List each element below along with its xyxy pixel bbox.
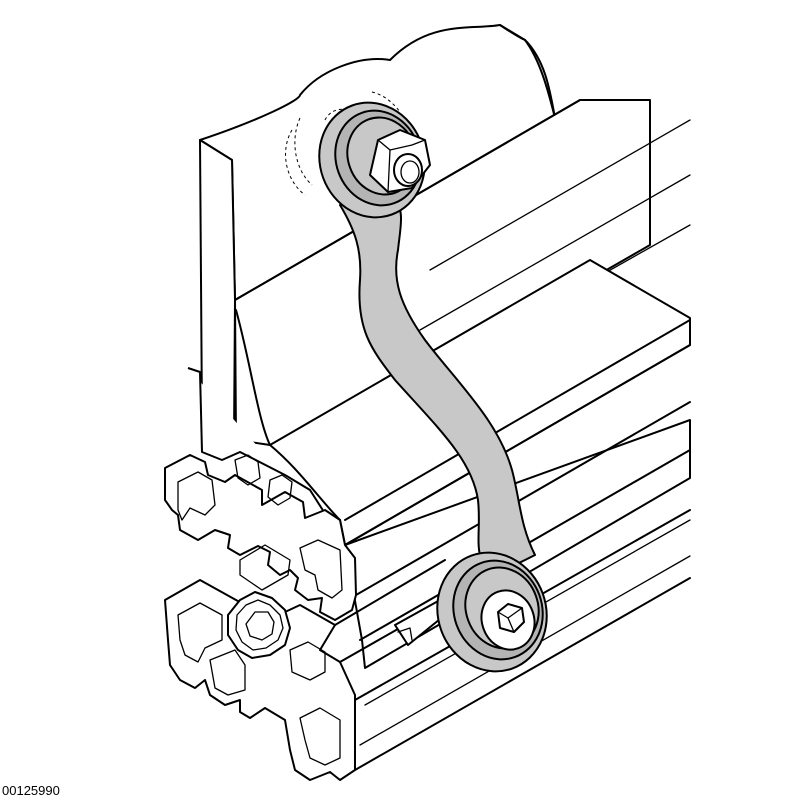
upper-profile (164, 367, 691, 669)
lower-profile (164, 509, 691, 781)
upper-pivot (318, 101, 431, 219)
seal-strip (269, 259, 691, 546)
lower-pivot (436, 551, 548, 673)
reference-number: 00125990 (2, 783, 60, 798)
